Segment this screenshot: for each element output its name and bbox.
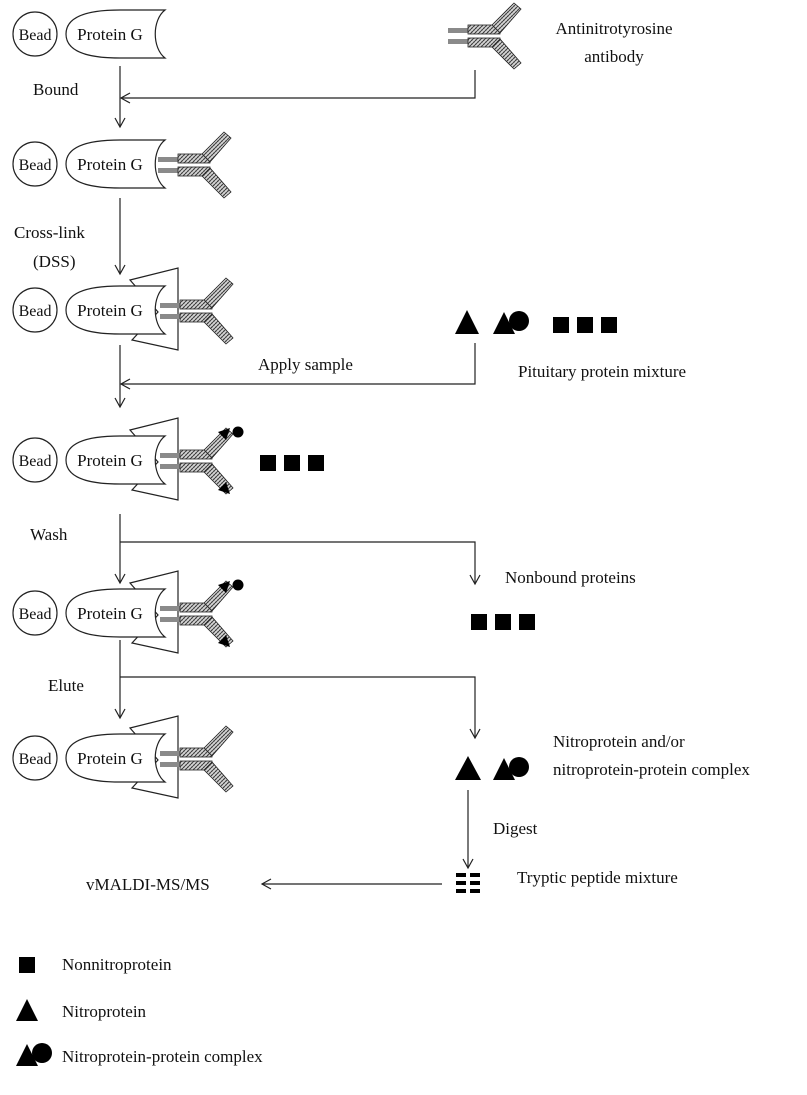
bead-label: Bead [19, 157, 52, 174]
bead [12, 437, 58, 483]
digest-label: Digest [493, 819, 538, 838]
bead-label: Bead [19, 453, 52, 470]
elute-label: Elute [48, 676, 84, 695]
complex-row-1: Bead Protein G [12, 9, 167, 59]
complex-row-4: Bead Protein G [12, 417, 244, 501]
apply-sample-label: Apply sample [258, 355, 353, 374]
antibody-feed-arrow [119, 70, 476, 104]
legend-label: Nitroprotein [62, 1002, 147, 1021]
antibody-icon [447, 2, 522, 70]
triangle-circle-icon [493, 758, 515, 780]
bead-label: Bead [19, 303, 52, 320]
nonbound-arrow [120, 541, 481, 586]
crosslink-label-2: (DSS) [33, 252, 76, 271]
nitro-label-1: Nitroprotein and/or [553, 732, 685, 751]
square-icon [519, 614, 535, 630]
square-icon [471, 614, 487, 630]
antibody-icon [157, 131, 232, 199]
protein-g-label: Protein G [77, 604, 143, 623]
triangle-icon [455, 756, 481, 780]
protein-g-label: Protein G [77, 155, 143, 174]
triangle-icon [455, 310, 479, 334]
bead [12, 141, 58, 187]
square-icon [553, 317, 569, 333]
triangle-circle-icon [16, 1044, 38, 1066]
complex-row-5: Bead Protein G [12, 570, 244, 654]
triangle-circle-icon [493, 312, 515, 334]
legend-label: Nonnitroprotein [62, 955, 172, 974]
circle-icon [509, 757, 529, 777]
crosslink-label-1: Cross-link [14, 223, 85, 242]
legend-label: Nitroprotein-protein complex [62, 1047, 263, 1066]
protein-g [65, 9, 167, 59]
complex-row-2: Bead Protein G [12, 131, 232, 199]
circle-icon [509, 311, 529, 331]
protein-g [65, 285, 167, 335]
legend: Nonnitroprotein Nitroprotein Nitroprotei… [16, 955, 263, 1066]
bead [12, 735, 58, 781]
bead [12, 11, 58, 57]
peptide-icon [456, 873, 480, 893]
protein-g-label: Protein G [77, 749, 143, 768]
protein-g [65, 733, 167, 783]
circle-icon [232, 426, 244, 438]
protein-g-label: Protein G [77, 25, 143, 44]
wash-label: Wash [30, 525, 68, 544]
ms-label: vMALDI-MS/MS [86, 875, 210, 894]
antibody-label-2: antibody [584, 47, 644, 66]
circle-icon [232, 579, 244, 591]
square-icon [577, 317, 593, 333]
bead [12, 287, 58, 333]
protein-g [65, 139, 167, 189]
complex-row-6: Bead Protein G [12, 715, 234, 799]
protein-g-label: Protein G [77, 451, 143, 470]
square-icon [495, 614, 511, 630]
nitro-label-2: nitroprotein-protein complex [553, 760, 750, 779]
square-icon [308, 455, 324, 471]
nonbound-label: Nonbound proteins [505, 568, 636, 587]
antibody-label-1: Antinitrotyrosine [555, 19, 672, 38]
bound-label: Bound [33, 80, 79, 99]
complex-row-3: Bead Protein G [12, 267, 234, 351]
triangle-icon [16, 999, 38, 1021]
eluate-arrow [120, 676, 481, 740]
protein-g-label: Protein G [77, 301, 143, 320]
tryptic-label: Tryptic peptide mixture [517, 868, 678, 887]
square-icon [601, 317, 617, 333]
bead-label: Bead [19, 27, 52, 44]
bead-label: Bead [19, 751, 52, 768]
sample-feed-arrow [119, 343, 476, 390]
bead [12, 590, 58, 636]
square-icon [284, 455, 300, 471]
square-icon [260, 455, 276, 471]
square-icon [19, 957, 35, 973]
bead-label: Bead [19, 606, 52, 623]
protein-g [65, 588, 167, 638]
protein-g [65, 435, 167, 485]
pituitary-label: Pituitary protein mixture [518, 362, 686, 381]
circle-icon [32, 1043, 52, 1063]
